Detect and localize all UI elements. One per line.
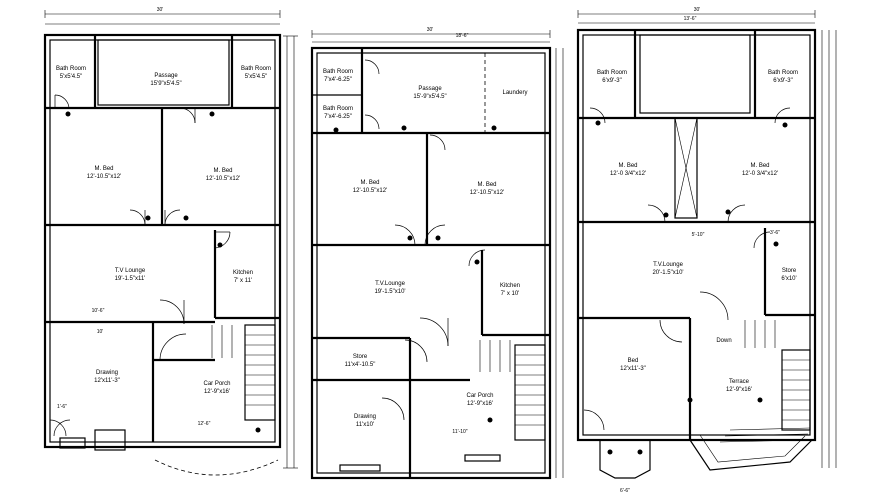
plan-3-lounge-size: 20'-1.5"x10' — [652, 270, 683, 276]
plan-2-store-name: Store — [353, 354, 368, 360]
plan-2-bath1-name: Bath Room — [323, 69, 353, 75]
plan-3-bed-lower-size: 12'x11'-3" — [620, 366, 646, 372]
plan-2-dim-2: 11'-10" — [452, 429, 467, 435]
plan-2-bath1-size: 7'x4'-6.25" — [324, 77, 352, 83]
plan-1-bath-left-name: Bath Room — [56, 66, 86, 72]
plan-1-passage-size: 15'9"x5'4.5" — [150, 81, 181, 87]
plan-2-laundry-name: Laundery — [502, 90, 527, 96]
plan-3-down-label: Down — [716, 338, 731, 344]
plan-1-dim-4: 10' — [97, 329, 104, 335]
plan-2-lounge-size: 19'-1.5"x10' — [374, 289, 405, 295]
plan-1-lounge-size: 19'-1.5"x11' — [115, 276, 146, 282]
plan-2-stairs — [479, 340, 545, 426]
plan-1-kitchen-name: Kitchen — [233, 270, 253, 276]
plan-2-kitchen-size: 7' x 10' — [501, 291, 520, 297]
plan-1-lounge-name: T.V Lounge — [115, 268, 146, 274]
plan-3-store-size: 6'x10' — [781, 276, 796, 282]
plan-1-bed-left-name: M. Bed — [94, 166, 113, 172]
plan-2-kitchen-name: Kitchen — [500, 283, 520, 289]
plan-3-bed-left-size: 12'-0 3/4"x12' — [610, 171, 646, 177]
plan-3-terrace-size: 12'-9"x16' — [726, 387, 752, 393]
plan-3-lounge-name: T.V.Lounge — [653, 262, 683, 268]
plan-1-dim-1: 10'-6" — [92, 308, 105, 314]
plan-3-bath-right-size: 6'x9'-3" — [773, 78, 792, 84]
plan-2-dim-1: 18'-6" — [456, 33, 469, 39]
plan-3-dim-4: 6'-6" — [620, 488, 630, 494]
plan-2-drawing-name: Drawing — [354, 414, 376, 420]
plan-3-store-name: Store — [782, 268, 797, 274]
plan-2-dim-top: 30' — [427, 27, 434, 33]
plan-1-bed-right-name: M. Bed — [213, 168, 232, 174]
plan-1-bed-left-size: 12'-10.5"x12' — [87, 174, 121, 180]
plan-3-bed-right-name: M. Bed — [750, 163, 769, 169]
plan-2-bed-right-size: 12'-10.5"x12' — [470, 190, 504, 196]
plan-1-passage-name: Passage — [154, 73, 178, 79]
plan-3-dim-top: 30' — [694, 7, 701, 13]
plan-3-dim-3: 3'-6" — [770, 230, 780, 236]
plan-1-drawing-size: 12'x11'-3" — [94, 378, 120, 384]
plan-2-porch-name: Car Porch — [466, 393, 493, 399]
plan-1-bath-left-size: 5'x5'4.5" — [60, 74, 82, 80]
plan-1-stairs — [211, 325, 275, 406]
plan-2-bath2-size: 7'x4'-6.25" — [324, 114, 352, 120]
plan-3-bath-left-size: 6'x9'-3" — [602, 78, 621, 84]
plan-3-dim-1: 13'-6" — [684, 16, 697, 22]
plan-1-bath-right-name: Bath Room — [241, 66, 271, 72]
plan-1: 30' — [43, 7, 298, 476]
plan-3-bed-right-size: 12'-0 3/4"x12' — [742, 171, 778, 177]
plan-1-bed-right-size: 12'-10.5"x12' — [206, 176, 240, 182]
plan-3: 30' — [576, 7, 837, 494]
plan-1-dim-top: 30' — [157, 7, 164, 13]
plan-3-dim-2: 5'-10" — [692, 232, 705, 238]
plan-3-bed-left-name: M. Bed — [618, 163, 637, 169]
plan-3-terrace-name: Terrace — [729, 379, 750, 385]
plan-1-dim-3: 1'-6" — [57, 404, 67, 410]
plan-1-bath-right-size: 5'x5'4.5" — [245, 74, 267, 80]
plan-3-bath-left-name: Bath Room — [597, 70, 627, 76]
plan-2-lounge-name: T.V.Lounge — [375, 281, 405, 287]
plan-3-bath-right-name: Bath Room — [768, 70, 798, 76]
plan-1-porch-name: Car Porch — [203, 381, 230, 387]
plan-1-kitchen-size: 7' x 11' — [234, 278, 252, 284]
plan-2-bed-right-name: M. Bed — [477, 182, 496, 188]
plan-2-porch-size: 12'-9"x16' — [467, 401, 493, 407]
plan-3-bed-lower-name: Bed — [628, 358, 639, 364]
plan-3-stairs — [744, 320, 810, 421]
plan-2: 30' — [310, 27, 564, 480]
plan-3-terrace-steps — [719, 427, 811, 443]
plan-2-store-size: 11'x4'-10.5" — [345, 362, 376, 368]
plan-1-porch-size: 12'-9"x16' — [204, 389, 230, 395]
plan-1-dim-2: 12'-6" — [198, 421, 211, 427]
plan-1-drawing-name: Drawing — [96, 370, 118, 376]
plan-2-drawing-size: 11'x10' — [356, 422, 374, 428]
plan-2-bed-left-size: 12'-10.5"x12' — [353, 188, 387, 194]
plan-2-passage-name: Passage — [418, 86, 442, 92]
plan-2-bed-left-name: M. Bed — [360, 180, 379, 186]
plan-2-passage-size: 15'-9"x5'4.5" — [413, 94, 446, 100]
plan-2-bath2-name: Bath Room — [323, 106, 353, 112]
